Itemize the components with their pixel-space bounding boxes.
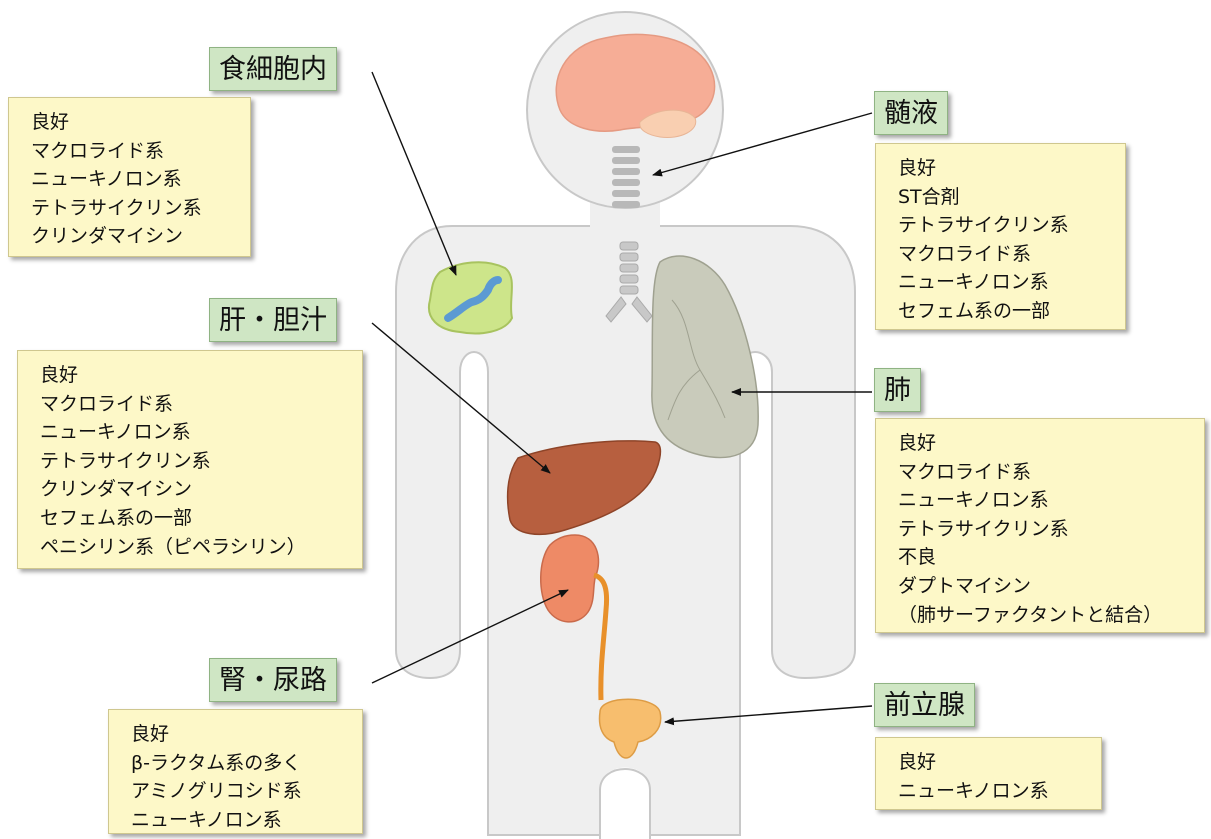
list-item: 良好 [31,108,238,137]
kidney-label: 腎・尿路 [209,658,337,702]
list-item: マクロライド系 [898,240,1113,269]
list-item: マクロライド系 [31,137,238,166]
prostate-box: 良好 ニューキノロン系 [875,737,1102,810]
phagocyte [429,262,512,333]
list-item: クリンダマイシン [40,475,350,504]
list-item: 良好 [898,429,1192,458]
list-item: （肺サーファクタントと結合） [898,601,1192,630]
list-item: テトラサイクリン系 [898,515,1192,544]
list-item: ニューキノロン系 [898,777,1089,806]
list-item: ペニシリン系（ピペラシリン） [40,533,350,562]
list-item: 不良 [898,543,1192,572]
liver-box: 良好 マクロライド系 ニューキノロン系 テトラサイクリン系 クリンダマイシン セ… [17,350,363,569]
list-item: 良好 [898,748,1089,777]
kidney [541,535,599,622]
list-item: ST合剤 [898,183,1113,212]
liver-label: 肝・胆汁 [209,298,337,342]
list-item: β-ラクタム系の多く [131,749,350,778]
list-item: 良好 [131,720,350,749]
list-item: テトラサイクリン系 [31,194,238,223]
list-item: ダプトマイシン [898,572,1192,601]
csf-label: 髄液 [874,91,948,135]
kidney-list: 良好 β-ラクタム系の多く アミノグリコシド系 ニューキノロン系 [131,720,350,834]
phagocyte-list: 良好 マクロライド系 ニューキノロン系 テトラサイクリン系 クリンダマイシン [31,108,238,251]
list-item: ニューキノロン系 [31,165,238,194]
list-item: ニューキノロン系 [898,486,1192,515]
list-item: マクロライド系 [898,458,1192,487]
prostate-label: 前立腺 [874,683,975,727]
phagocyte-label: 食細胞内 [209,47,337,91]
kidney-box: 良好 β-ラクタム系の多く アミノグリコシド系 ニューキノロン系 [108,709,363,834]
lung-list: 良好 マクロライド系 ニューキノロン系 テトラサイクリン系 不良 ダプトマイシン… [898,429,1192,629]
csf-list: 良好 ST合剤 テトラサイクリン系 マクロライド系 ニューキノロン系 セフェム系… [898,154,1113,326]
list-item: クリンダマイシン [31,222,238,251]
list-item: マクロライド系 [40,390,350,419]
list-item: 良好 [40,361,350,390]
list-item: ニューキノロン系 [40,418,350,447]
lung-label: 肺 [874,368,921,412]
list-item: セフェム系の一部 [40,504,350,533]
csf-box: 良好 ST合剤 テトラサイクリン系 マクロライド系 ニューキノロン系 セフェム系… [875,143,1126,330]
list-item: ニューキノロン系 [898,268,1113,297]
list-item: セフェム系の一部 [898,297,1113,326]
brain [556,34,714,137]
liver-list: 良好 マクロライド系 ニューキノロン系 テトラサイクリン系 クリンダマイシン セ… [40,361,350,561]
list-item: テトラサイクリン系 [898,211,1113,240]
list-item: ニューキノロン系 [131,806,350,835]
phagocyte-box: 良好 マクロライド系 ニューキノロン系 テトラサイクリン系 クリンダマイシン [8,97,251,257]
list-item: 良好 [898,154,1113,183]
prostate-list: 良好 ニューキノロン系 [898,748,1089,805]
lung-box: 良好 マクロライド系 ニューキノロン系 テトラサイクリン系 不良 ダプトマイシン… [875,418,1205,633]
list-item: テトラサイクリン系 [40,447,350,476]
list-item: アミノグリコシド系 [131,777,350,806]
